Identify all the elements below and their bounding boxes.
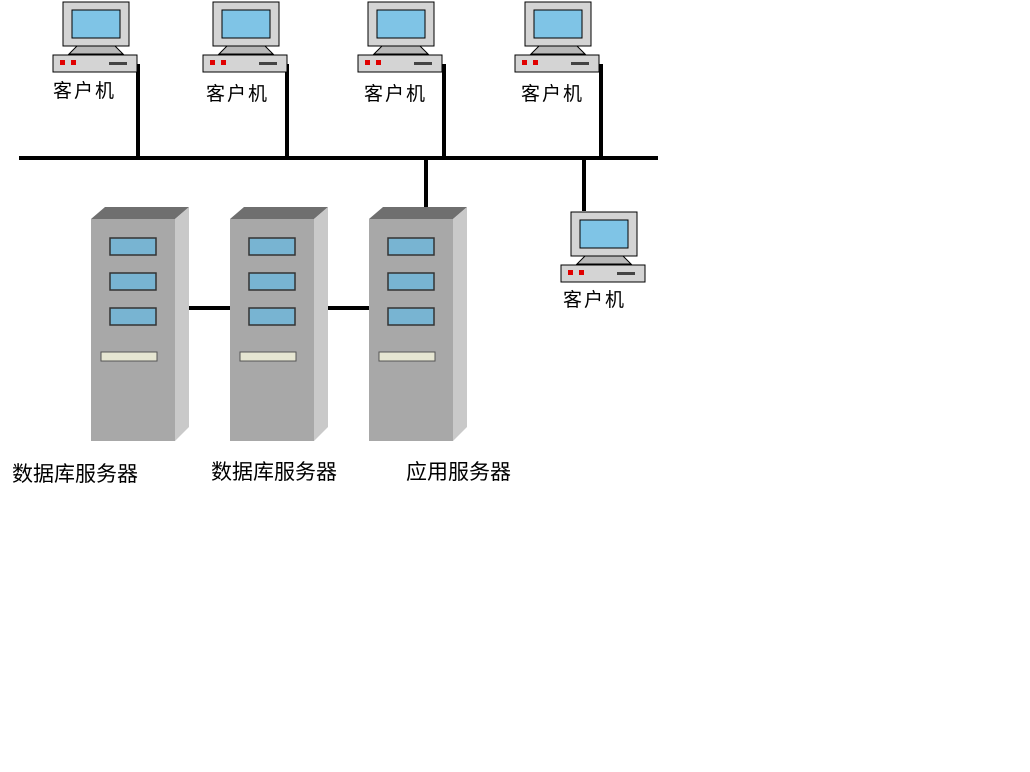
network-lines [19, 64, 658, 310]
tower-server-icon [230, 207, 328, 441]
server-label: 应用服务器 [406, 460, 511, 484]
client-label: 客户机 [206, 83, 269, 105]
client-label: 客户机 [53, 80, 116, 102]
client-labels: 客户机 客户机 客户机 客户机 客户机 [53, 80, 626, 311]
desktop-computer-icon [52, 1, 138, 73]
servers [91, 207, 467, 441]
desktop-computer-icon [357, 1, 443, 73]
desktop-computer-icon [514, 1, 600, 73]
tower-server-icon [91, 207, 189, 441]
server-labels: 数据库服务器 数据库服务器 应用服务器 [12, 460, 511, 486]
server-label: 数据库服务器 [211, 460, 337, 484]
desktop-computer-icon [202, 1, 288, 73]
tower-server-icon [369, 207, 467, 441]
client-label: 客户机 [521, 83, 584, 105]
client-label: 客户机 [364, 83, 427, 105]
clients [52, 1, 646, 283]
server-label: 数据库服务器 [12, 462, 138, 486]
desktop-computer-icon [560, 211, 646, 283]
client-label: 客户机 [563, 289, 626, 311]
